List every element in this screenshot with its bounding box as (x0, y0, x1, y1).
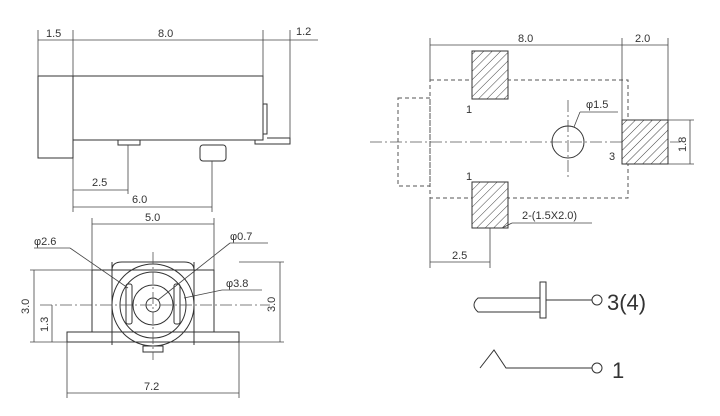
pad-label-right: 3 (609, 151, 615, 163)
pad-bottom (471, 181, 509, 229)
pad-right (621, 119, 669, 165)
side-view: 1.5 8.0 1.2 2.5 6.0 (37, 26, 318, 212)
side-terminal (254, 137, 291, 145)
pin-switch-label: 1 (612, 358, 624, 383)
dim-side-right: 1.2 (296, 26, 311, 38)
pin-center-terminal (591, 294, 603, 306)
switch-contact (479, 349, 592, 369)
dim-side-total: 6.0 (132, 194, 147, 206)
footprint-view: 1 1 3 8.0 2.0 1.8 φ1.5 2-(1.5X2.0) 2.5 (370, 33, 694, 268)
pad-label-bottom: 1 (466, 171, 472, 183)
footprint-outline (429, 79, 629, 199)
side-tab (262, 103, 268, 135)
side-pad (117, 139, 141, 146)
schematic: 3(4) 1 (473, 281, 646, 383)
callout-outer-dia: φ2.6 (34, 236, 56, 248)
plug-flange (539, 281, 547, 319)
callout-body-dia: φ3.8 (226, 278, 248, 290)
dim-front-height-left: 3.0 (20, 299, 32, 314)
side-flange (37, 75, 74, 159)
callout-pin-dia: φ0.7 (230, 231, 252, 243)
side-round-terminal (199, 144, 227, 162)
plug-body (473, 297, 541, 313)
dim-front-center-height: 1.3 (39, 317, 51, 332)
dim-front-bottom-width: 7.2 (144, 381, 159, 393)
pad-label-top: 1 (466, 104, 472, 116)
pin-switch-terminal (591, 362, 603, 374)
front-socket-circle (132, 284, 174, 326)
front-contact-left (125, 283, 133, 325)
callout-hole-dia: φ1.5 (586, 99, 608, 111)
dim-footprint-span: 8.0 (518, 33, 533, 45)
dim-footprint-extra: 2.0 (635, 33, 650, 45)
front-contact-right (173, 283, 181, 325)
dim-side-length: 8.0 (158, 28, 173, 40)
side-body (72, 75, 264, 141)
dim-front-height-right: 3.0 (266, 297, 278, 312)
dim-side-left: 1.5 (46, 28, 61, 40)
dim-footprint-pad-height: 1.8 (677, 137, 689, 152)
footprint-hole (551, 125, 585, 159)
pad-top (471, 50, 509, 100)
front-view: 5.0 φ2.6 φ0.7 φ3.8 3.0 1.3 3.0 7.2 (20, 212, 284, 398)
dim-footprint-bottom: 2.5 (452, 250, 467, 262)
dim-side-offset: 2.5 (92, 177, 107, 189)
callout-pad-size: 2-(1.5X2.0) (522, 210, 577, 222)
dim-front-width: 5.0 (145, 212, 160, 224)
pin-center-label: 3(4) (607, 290, 646, 315)
